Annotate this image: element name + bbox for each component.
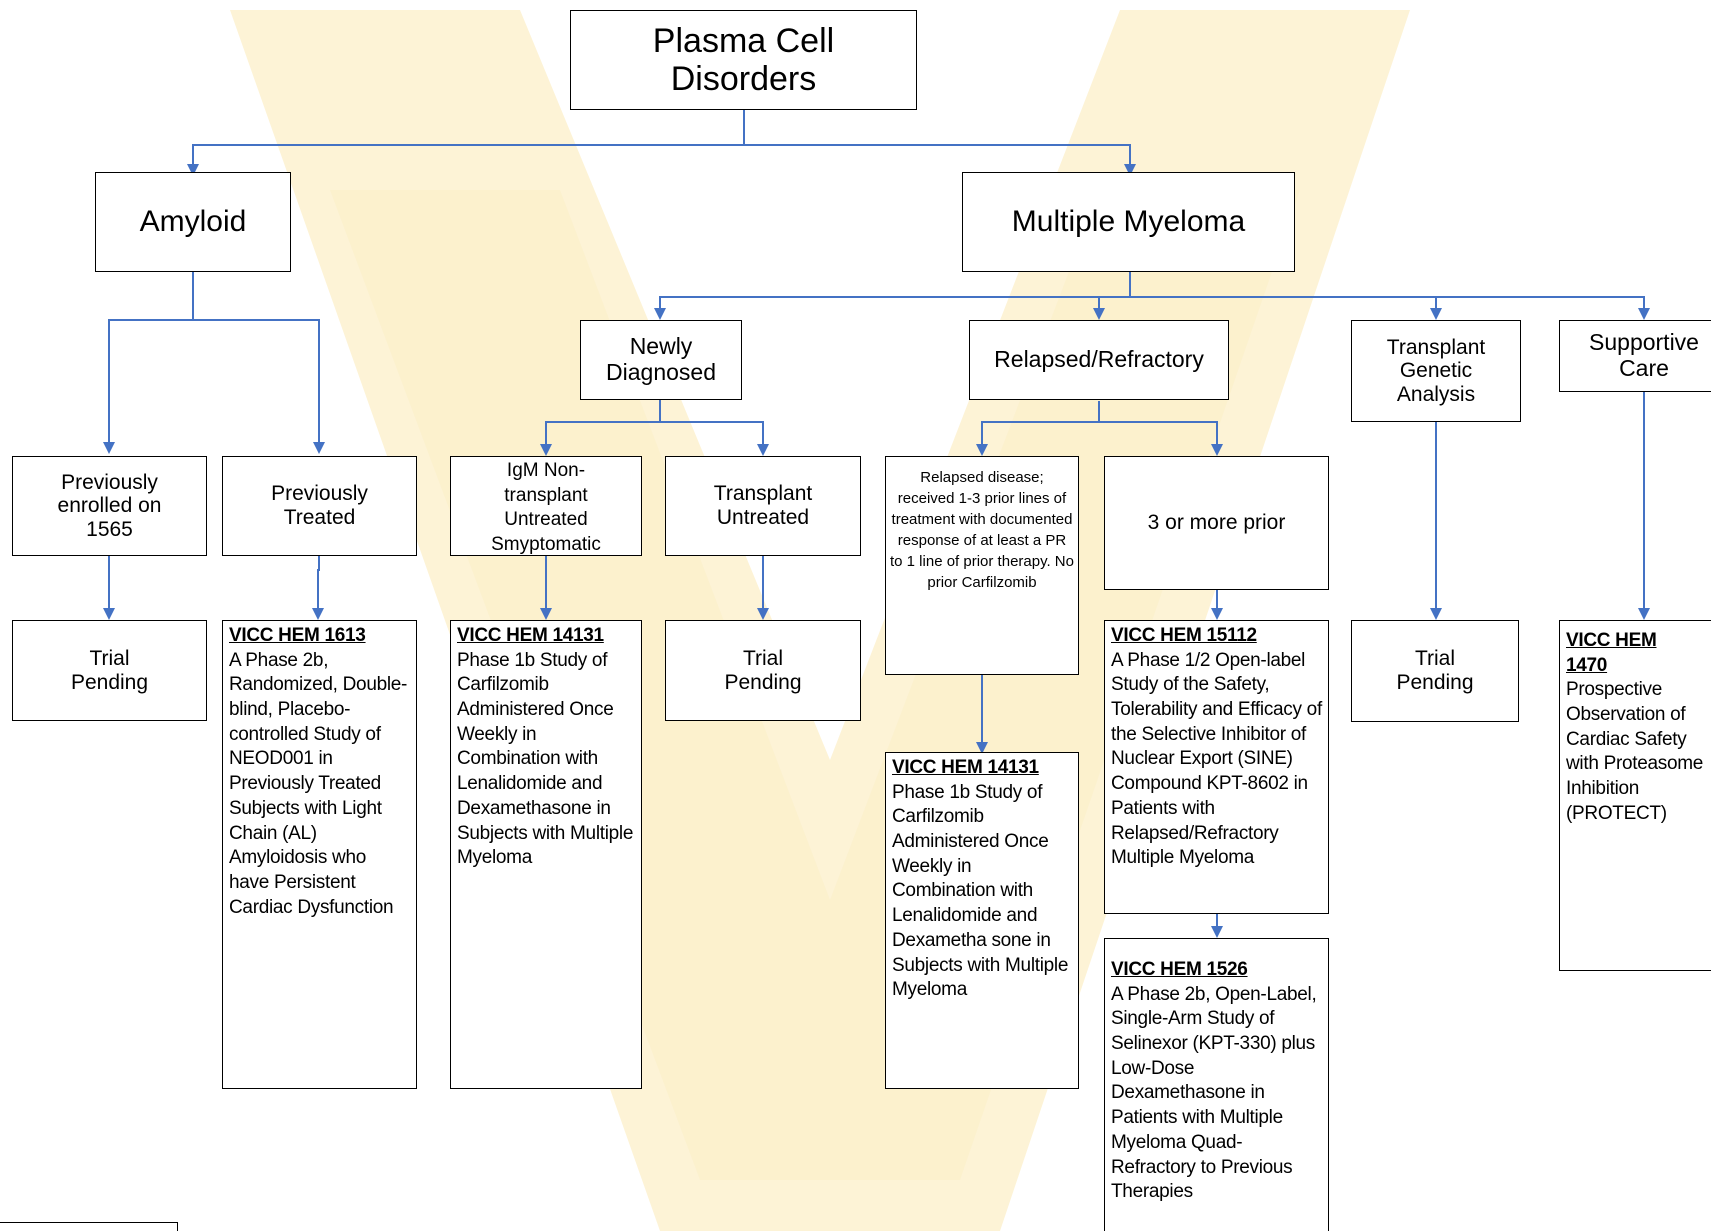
trial-description: A Phase 2b, Open-Label, Single-Arm Study… <box>1111 983 1317 1203</box>
trial-pending-genetic: Trial Pending <box>1351 620 1519 722</box>
newly-diagnosed-node: Newly Diagnosed <box>580 320 742 400</box>
root-label: Plasma Cell Disorders <box>652 21 835 98</box>
trial-id-label: VICC HEM 14131 <box>892 757 1039 778</box>
previously-enrolled-node: Previously enrolled on 1565 <box>12 456 207 556</box>
trial-vicc-hem-1526: VICC HEM 1526 A Phase 2b, Open-Label, Si… <box>1104 938 1329 1231</box>
trial-pending-transplant: Trial Pending <box>665 620 861 721</box>
amyloid-label: Amyloid <box>139 205 247 239</box>
supportive-care-label: Supportive Care <box>1589 329 1699 381</box>
relapsed-refractory-node: Relapsed/Refractory <box>969 320 1229 400</box>
relapsed-refractory-label: Relapsed/Refractory <box>994 346 1204 373</box>
relapsed-1-3-prior-label: Relapsed disease; received 1-3 prior lin… <box>890 469 1074 591</box>
trial-pending-amyloid-label: Trial Pending <box>70 646 149 694</box>
supportive-care-node: Supportive Care <box>1559 320 1711 392</box>
newly-diagnosed-label: Newly Diagnosed <box>606 333 716 385</box>
previously-enrolled-label: Previously enrolled on 1565 <box>57 470 162 541</box>
trial-pending-transplant-label: Trial Pending <box>724 646 802 694</box>
multiple-myeloma-label: Multiple Myeloma <box>1011 205 1246 239</box>
trial-vicc-hem-1613: VICC HEM 1613 A Phase 2b, Randomized, Do… <box>222 620 417 1089</box>
trial-description: Phase 1b Study of Carfilzomib Administer… <box>457 649 634 869</box>
trial-vicc-hem-15112: VICC HEM 15112 A Phase 1/2 Open-label St… <box>1104 620 1329 914</box>
trial-id-label: VICC HEM 1526 <box>1111 959 1248 980</box>
amyloid-node: Amyloid <box>95 172 291 272</box>
cropped-box-fragment <box>0 1222 178 1231</box>
trial-description: A Phase 1/2 Open-label Study of the Safe… <box>1111 649 1322 869</box>
igm-untreated-label: IgM Non-transplant Untreated Smyptomatic <box>491 460 601 556</box>
trial-vicc-hem-14131-newly: VICC HEM 14131 Phase 1b Study of Carfilz… <box>450 620 642 1089</box>
trial-id-label: VICC HEM 15112 <box>1111 625 1257 646</box>
trial-pending-amyloid: Trial Pending <box>12 620 207 721</box>
trial-description: A Phase 2b, Randomized, Double-blind, Pl… <box>229 649 408 918</box>
trial-id-label: VICC HEM 14131 <box>457 625 604 646</box>
previously-treated-node: Previously Treated <box>222 456 417 556</box>
trial-vicc-hem-14131-relapsed: VICC HEM 14131 Phase 1b Study of Carfilz… <box>885 752 1079 1089</box>
relapsed-1-3-prior-node: Relapsed disease; received 1-3 prior lin… <box>885 456 1079 675</box>
multiple-myeloma-node: Multiple Myeloma <box>962 172 1295 272</box>
transplant-untreated-node: Transplant Untreated <box>665 456 861 556</box>
transplant-untreated-label: Transplant Untreated <box>713 482 813 529</box>
trial-pending-genetic-label: Trial Pending <box>1396 647 1474 694</box>
previously-treated-label: Previously Treated <box>271 482 368 529</box>
three-or-more-prior-node: 3 or more prior <box>1104 456 1329 590</box>
trial-id-label: VICC HEM 1470 <box>1566 630 1657 676</box>
transplant-genetic-analysis-node: Transplant Genetic Analysis <box>1351 320 1521 422</box>
igm-untreated-node: IgM Non-transplant Untreated Smyptomatic <box>450 456 642 556</box>
root-node: Plasma Cell Disorders <box>570 10 917 110</box>
trial-id-label: VICC HEM 1613 <box>229 625 366 646</box>
trial-description: Prospective Observation of Cardiac Safet… <box>1566 679 1704 824</box>
trial-vicc-hem-1470: VICC HEM 1470 Prospective Observation of… <box>1559 620 1711 971</box>
transplant-genetic-analysis-label: Transplant Genetic Analysis <box>1386 335 1486 406</box>
three-or-more-prior-label: 3 or more prior <box>1147 511 1286 535</box>
trial-description: Phase 1b Study of Carfilzomib Administer… <box>892 781 1069 1001</box>
